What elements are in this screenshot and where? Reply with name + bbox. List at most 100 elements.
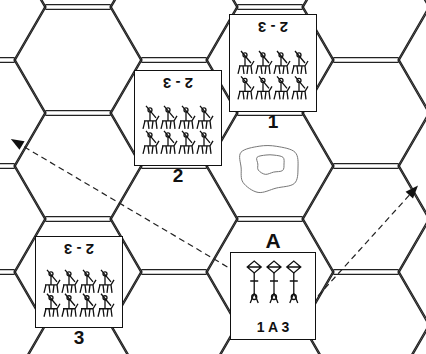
- infantry-figure: [270, 273, 278, 303]
- rider-head: [279, 53, 283, 57]
- rider-head: [297, 78, 301, 82]
- cavalry-figure: [80, 294, 96, 317]
- hex-cell: [398, 111, 426, 222]
- cavalry-figure: [161, 106, 177, 129]
- cavalry-figure: [161, 131, 177, 154]
- callout-number: 3: [74, 328, 85, 347]
- hex-cell: [206, 111, 334, 222]
- cavalry-figure: [256, 51, 272, 74]
- rider-head: [261, 53, 265, 57]
- callout-number: 1: [268, 112, 279, 131]
- unit-strength: 2 - 3: [64, 242, 94, 257]
- hex-cell: [110, 270, 238, 354]
- infantry-figure: [290, 273, 298, 303]
- rider-head: [243, 78, 247, 82]
- rider-head: [243, 53, 247, 57]
- hex-cell: [398, 0, 426, 9]
- rider-head: [148, 108, 152, 112]
- cavalry-figure: [256, 76, 272, 99]
- rider-head: [67, 296, 71, 300]
- cavalry-figure: [238, 51, 254, 74]
- unit-counter: 2 - 31: [229, 14, 317, 112]
- unit-figures: [143, 106, 213, 154]
- hex-cell: [302, 0, 426, 62]
- hex-cell: [110, 0, 238, 62]
- cavalry-figure: [179, 106, 195, 129]
- rider-head: [202, 133, 206, 137]
- cavalry-figure: [197, 131, 213, 154]
- rider-head: [49, 296, 53, 300]
- rider-head: [279, 78, 283, 82]
- cavalry-figure: [238, 76, 254, 99]
- unit-strength: 2 - 3: [163, 76, 193, 91]
- dashed-line: [318, 195, 409, 296]
- cavalry-figure: [179, 131, 195, 154]
- rider-head: [184, 108, 188, 112]
- infantry-banner: [247, 261, 261, 273]
- hex-cell: [302, 270, 426, 354]
- callout-letter: A: [265, 230, 280, 251]
- unit-figures: [247, 261, 301, 303]
- hex-cell: [302, 58, 426, 169]
- callout-number: 2: [173, 166, 184, 185]
- cavalry-figure: [143, 106, 159, 129]
- hex-cell: [0, 58, 46, 169]
- rider-head: [184, 133, 188, 137]
- rider-head: [85, 296, 89, 300]
- hex-cell: [398, 5, 426, 116]
- hex-cell: [14, 5, 142, 116]
- cavalry-figure: [274, 76, 290, 99]
- rider-head: [297, 53, 301, 57]
- hex-cell: [398, 323, 426, 354]
- cavalry-figure: [98, 294, 114, 317]
- hex-cell: [0, 0, 46, 62]
- rider-head: [67, 272, 71, 276]
- cavalry-figure: [197, 106, 213, 129]
- infantry-banner: [267, 261, 281, 273]
- cavalry-figure: [98, 270, 114, 293]
- rider-head: [49, 272, 53, 276]
- rider-head: [202, 108, 206, 112]
- cavalry-figure: [80, 270, 96, 293]
- cavalry-figure: [44, 294, 60, 317]
- arrowhead: [406, 186, 418, 199]
- hex-cell: [14, 217, 142, 328]
- unit-counter: A1 A 3: [230, 252, 316, 340]
- hill-outer: [240, 146, 298, 193]
- rider-head: [103, 272, 107, 276]
- hex-cell: [302, 164, 426, 275]
- cavalry-figure: [292, 51, 308, 74]
- rider-head: [166, 108, 170, 112]
- hex-cell: [398, 217, 426, 328]
- unit-figures: [238, 51, 308, 99]
- rider-head: [103, 296, 107, 300]
- cavalry-figure: [292, 76, 308, 99]
- unit-strength: 2 - 3: [258, 20, 288, 35]
- unit-strength: 1 A 3: [257, 320, 289, 334]
- cavalry-figure: [143, 131, 159, 154]
- infantry-banner: [287, 261, 301, 273]
- cavalry-figure: [62, 294, 78, 317]
- cavalry-figure: [274, 51, 290, 74]
- hill-contour: [240, 146, 298, 193]
- infantry-foot: [252, 295, 257, 300]
- cavalry-figure: [44, 270, 60, 293]
- rider-head: [261, 78, 265, 82]
- hex-cell: [206, 5, 334, 116]
- infantry-figure: [250, 273, 258, 303]
- unit-counter: 2 - 32: [134, 70, 222, 166]
- infantry-foot: [291, 295, 296, 300]
- hill-inner: [257, 155, 285, 175]
- rider-head: [85, 272, 89, 276]
- hex-cell: [110, 164, 238, 275]
- infantry-foot: [272, 295, 277, 300]
- rider-head: [148, 133, 152, 137]
- hex-cell: [110, 58, 238, 169]
- unit-counter: 2 - 33: [35, 236, 123, 328]
- cavalry-figure: [62, 270, 78, 293]
- arrowhead: [11, 139, 25, 150]
- unit-figures: [44, 270, 114, 317]
- rider-head: [166, 133, 170, 137]
